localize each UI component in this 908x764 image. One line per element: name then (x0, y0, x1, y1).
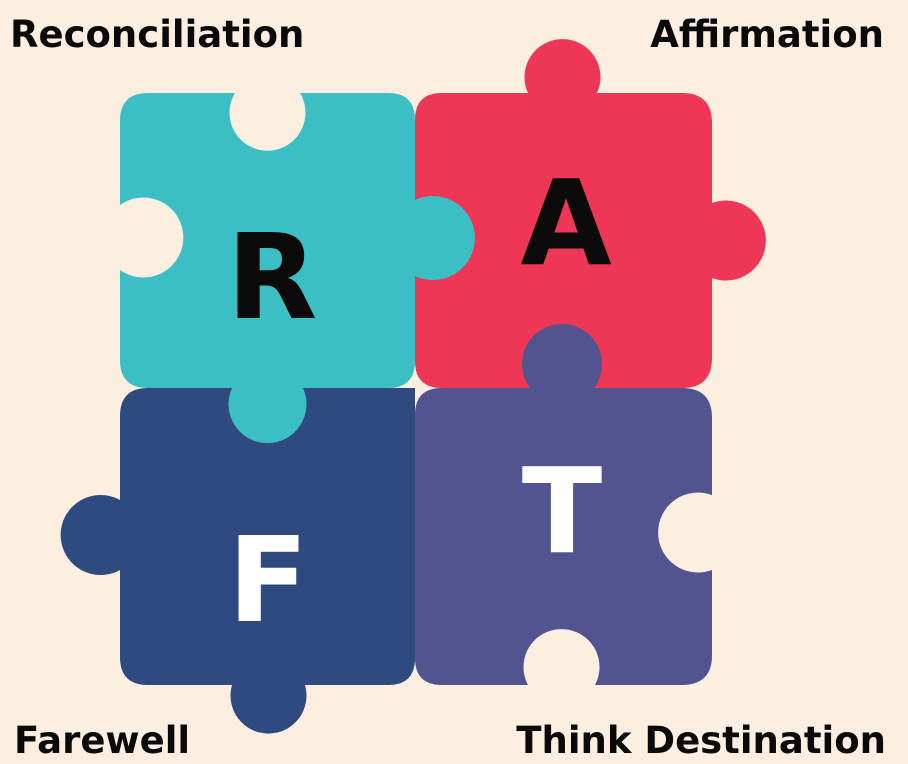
puzzle-piece-r-shape (120, 93, 475, 444)
label-farewell: Farewell (14, 719, 191, 762)
puzzle-letter-f: F (228, 511, 309, 649)
label-reconciliation: Reconciliation (10, 13, 305, 56)
puzzle-letter-t: T (522, 442, 603, 580)
puzzle-piece-t: T (361, 324, 712, 685)
puzzle-piece-a: A (415, 39, 766, 388)
puzzle-letter-r: R (227, 208, 318, 346)
label-think-destination: Think Destination (516, 719, 886, 762)
puzzle-piece-t-shape (361, 324, 712, 685)
puzzle-piece-f: F (60, 388, 416, 734)
puzzle-piece-a-shape (415, 39, 766, 388)
puzzle-letter-a: A (520, 154, 611, 292)
puzzle-piece-r: R (120, 93, 475, 444)
puzzle-piece-f-shape (60, 388, 416, 734)
label-affirmation: Affirmation (650, 13, 884, 56)
